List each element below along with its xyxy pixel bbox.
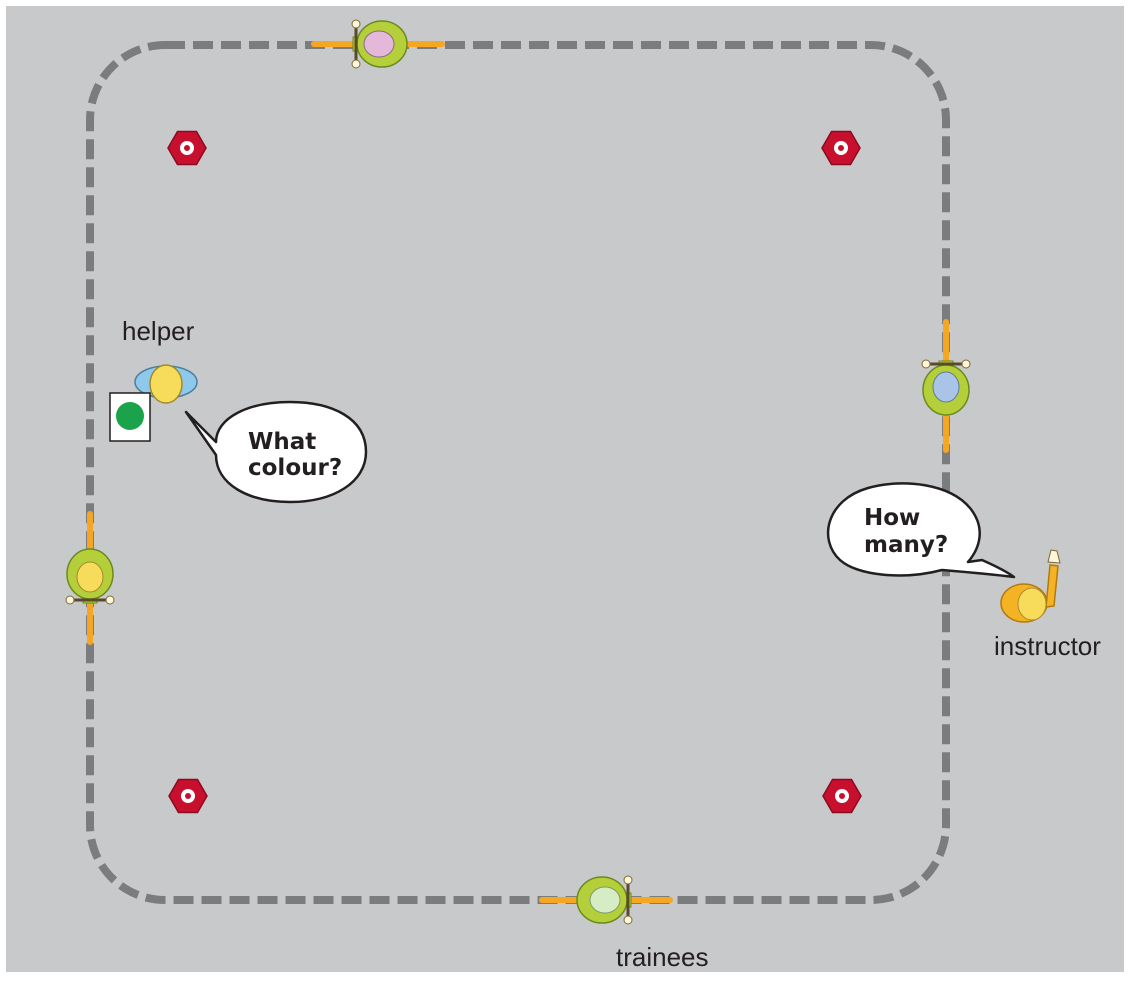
speech-bubble-helper: What colour?	[184, 400, 368, 504]
cone-bottom-right	[822, 778, 862, 814]
label-helper: helper	[122, 316, 195, 346]
label-trainees: trainees	[616, 942, 709, 972]
cyclist-right	[921, 319, 971, 453]
cyclist-left	[65, 511, 115, 645]
speech-bubble-instructor: How many?	[826, 482, 1016, 579]
bubble-instructor-line2: many?	[864, 532, 948, 558]
instructor-person	[1000, 549, 1061, 623]
green-dot-icon	[116, 402, 144, 430]
cone-top-right	[821, 130, 861, 166]
bubble-instructor-line1: How	[864, 505, 920, 531]
cone-bottom-left	[168, 778, 208, 814]
bubble-helper-line1: What	[248, 429, 316, 455]
colour-card	[109, 392, 151, 442]
bubble-helper-line2: colour?	[248, 455, 342, 481]
cyclist-bottom	[539, 875, 673, 925]
cyclist-top	[311, 19, 445, 69]
cone-top-left	[167, 130, 207, 166]
dashed-track	[86, 41, 950, 904]
helper-person	[134, 364, 198, 404]
label-instructor: instructor	[994, 631, 1101, 661]
